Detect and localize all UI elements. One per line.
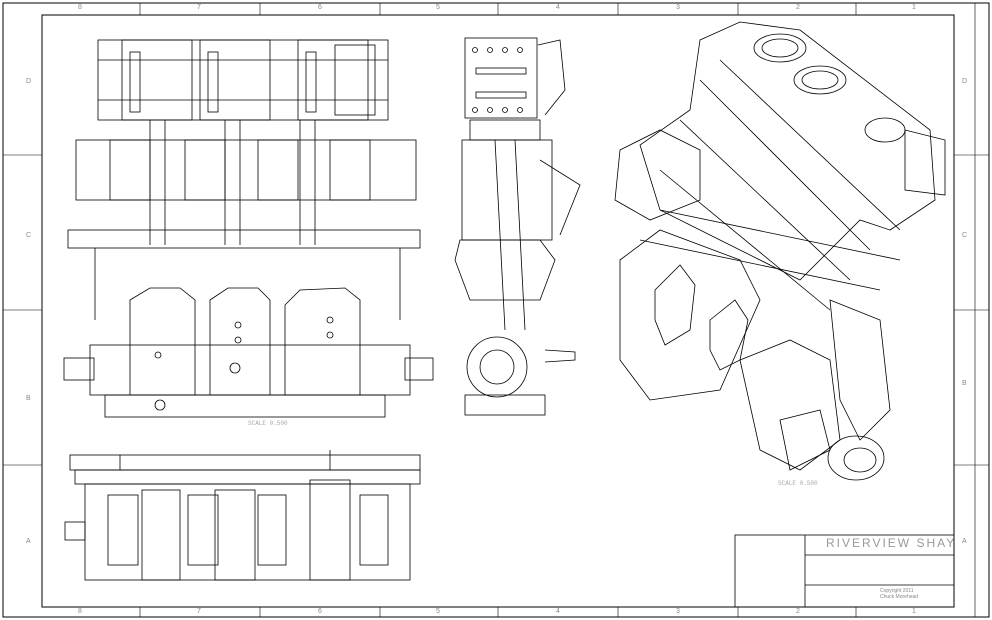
- zone-label-top-5: 5: [436, 4, 440, 11]
- zone-label-right-a: A: [962, 538, 967, 545]
- front-view-scale-label: SCALE 0.500: [248, 420, 288, 427]
- zone-label-top-2: 2: [796, 4, 800, 11]
- zone-label-left-b: B: [26, 395, 31, 402]
- zone-label-top-3: 3: [676, 4, 680, 11]
- zone-label-bottom-2: 2: [796, 608, 800, 615]
- zone-label-top-4: 4: [556, 4, 560, 11]
- zone-label-top-6: 6: [318, 4, 322, 11]
- zone-label-bottom-7: 7: [197, 608, 201, 615]
- zone-label-left-d: D: [26, 78, 32, 85]
- zone-ticks: [3, 3, 989, 617]
- zone-label-top-8: 8: [78, 4, 82, 11]
- zone-label-right-c: C: [962, 232, 968, 239]
- zone-label-bottom-3: 3: [676, 608, 680, 615]
- zone-label-right-d: D: [962, 78, 968, 85]
- zone-label-bottom-1: 1: [912, 608, 916, 615]
- iso-view-scale-label: SCALE 0.500: [778, 480, 818, 487]
- title-block: [734, 534, 955, 608]
- zone-label-bottom-5: 5: [436, 608, 440, 615]
- front-view-engine: [63, 39, 434, 418]
- bottom-view-engine: [64, 450, 421, 581]
- drawing-title: RIVERVIEW SHAY: [826, 536, 957, 550]
- side-view-engine: [454, 37, 581, 416]
- copyright-line-2: Chuck Morehead: [880, 594, 919, 600]
- zone-label-top-1: 1: [912, 4, 916, 11]
- zone-label-bottom-4: 4: [556, 608, 560, 615]
- zone-label-right-b: B: [962, 380, 967, 387]
- zone-label-bottom-6: 6: [318, 608, 322, 615]
- zone-label-left-a: A: [26, 538, 31, 545]
- inner-frame: [41, 14, 955, 608]
- zone-label-bottom-8: 8: [78, 608, 82, 615]
- copyright-line-1: Copyright 2011: [880, 588, 914, 594]
- zone-label-left-c: C: [26, 232, 32, 239]
- copyright-note: Copyright 2011 Chuck Morehead: [880, 588, 918, 600]
- zone-label-top-7: 7: [197, 4, 201, 11]
- isometric-view-engine: [614, 21, 946, 481]
